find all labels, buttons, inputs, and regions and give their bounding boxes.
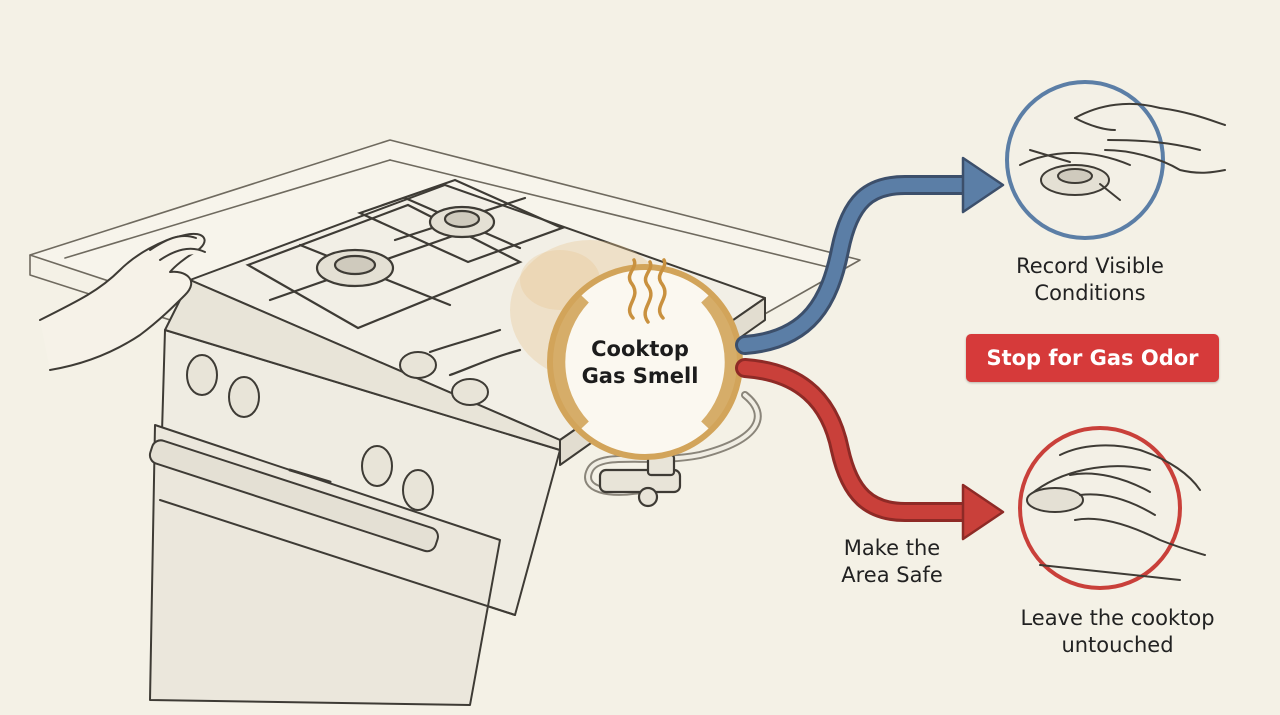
left-hand-icon: [39, 232, 206, 371]
burner-grates: [245, 178, 565, 330]
arrow-label-line1: Make the: [843, 536, 941, 560]
center-ring: [547, 264, 743, 460]
center-label-line1: Cooktop: [591, 337, 689, 361]
bottom-step-line2: untouched: [1061, 633, 1174, 657]
stop-for-gas-odor-badge: Stop for Gas Odor: [966, 334, 1219, 382]
knobs: [186, 351, 489, 511]
center-label-line2: Gas Smell: [581, 364, 699, 388]
bottom-arrow: [735, 358, 1005, 541]
arrow-label-line2: Area Safe: [841, 563, 943, 587]
top-step-line2: Conditions: [1034, 281, 1146, 305]
make-area-safe-label: Make the Area Safe: [812, 535, 972, 589]
hand-over-burner-icon: [1005, 80, 1226, 240]
center-label: Cooktop Gas Smell: [560, 336, 720, 390]
leave-cooktop-untouched-label: Leave the cooktop untouched: [1000, 605, 1235, 659]
top-step-line1: Record Visible: [1016, 254, 1164, 278]
hand-on-burner-icon: [1018, 426, 1206, 590]
smell-wave-icon: [627, 258, 667, 324]
record-visible-conditions-label: Record Visible Conditions: [990, 253, 1190, 307]
bottom-step-line1: Leave the cooktop: [1020, 606, 1215, 630]
top-arrow: [735, 156, 1005, 355]
